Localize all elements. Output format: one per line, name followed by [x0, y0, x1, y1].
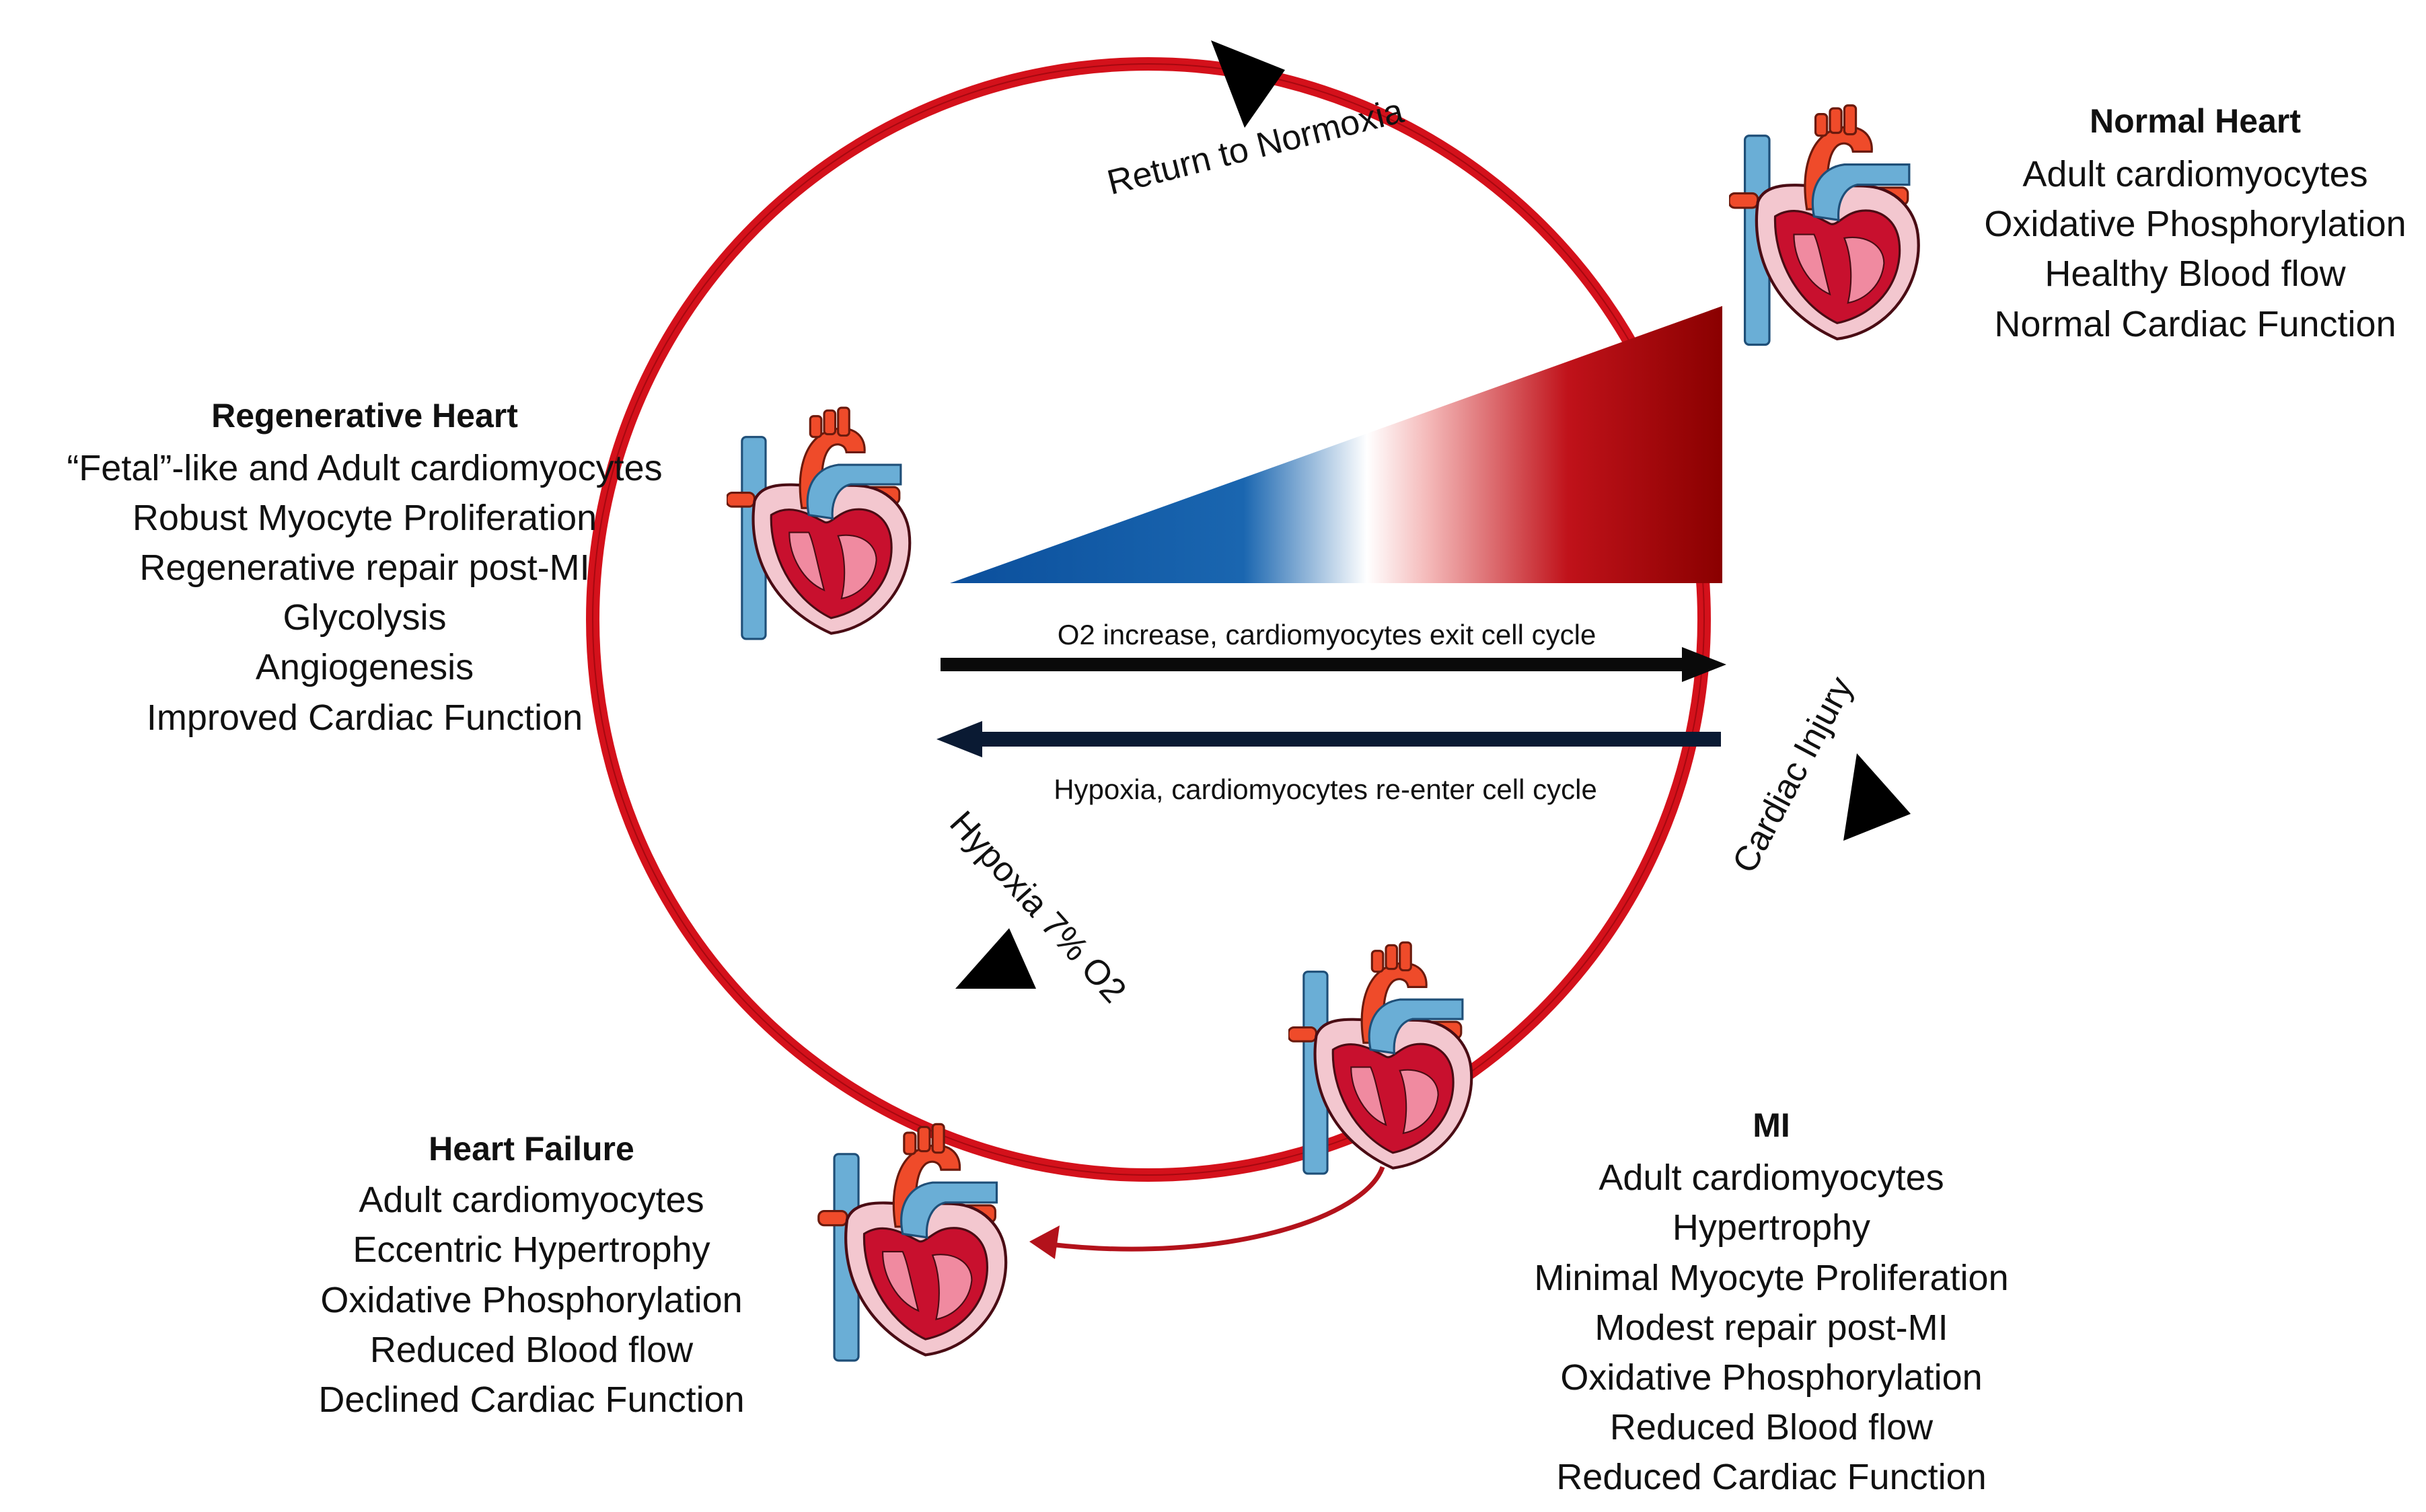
heart-icon-regenerative — [727, 408, 910, 639]
cycle-arrowhead-right — [1843, 753, 1911, 841]
mi-line: Reduced Cardiac Function — [1556, 1457, 1986, 1497]
heart-failure-title: Heart Failure — [429, 1130, 634, 1168]
normal-heart-line: Adult cardiomyocytes — [2022, 154, 2367, 194]
regenerative-heart-line: Glycolysis — [283, 597, 446, 638]
o2-increase-arrow — [941, 647, 1726, 682]
cycle-arrowhead-top — [1211, 40, 1285, 128]
hypoxia-arrow — [936, 721, 1721, 757]
heart-failure-line: Declined Cardiac Function — [318, 1379, 744, 1420]
mi-line: Adult cardiomyocytes — [1598, 1158, 1944, 1198]
heart-failure-line: Eccentric Hypertrophy — [353, 1230, 710, 1270]
regenerative-heart-line: “Fetal”-like and Adult cardiomyocytes — [67, 448, 662, 488]
cardiac-injury-label: Cardiac Injury — [1725, 671, 1861, 879]
normal-heart-title: Normal Heart — [2090, 102, 2301, 140]
o2-increase-label: O2 increase, cardiomyocytes exit cell cy… — [1058, 619, 1596, 650]
cycle-ring — [586, 57, 1711, 1182]
regenerative-heart-line: Regenerative repair post-MI — [139, 547, 589, 588]
regenerative-heart-line: Improved Cardiac Function — [147, 697, 583, 738]
cycle-arrowhead-left — [955, 928, 1036, 989]
mi-line: Hypertrophy — [1673, 1207, 1870, 1248]
oxygen-gradient-wedge — [950, 306, 1722, 583]
regenerative-heart-line: Angiogenesis — [256, 647, 474, 687]
heart-icon-failure — [819, 1124, 1006, 1361]
mi-line: Modest repair post-MI — [1594, 1308, 1948, 1348]
mi-line: Oxidative Phosphorylation — [1560, 1357, 1982, 1398]
heart-failure-line: Reduced Blood flow — [370, 1330, 694, 1370]
regenerative-heart-title: Regenerative Heart — [211, 397, 518, 434]
normal-heart-line: Healthy Blood flow — [2045, 254, 2346, 294]
mi-to-failure-arrow — [1029, 1166, 1385, 1259]
heart-failure-line: Adult cardiomyocytes — [359, 1180, 704, 1220]
mi-line: Reduced Blood flow — [1610, 1407, 1934, 1447]
normal-heart-description: Normal Heart Adult cardiomyocytes Oxidat… — [1984, 102, 2406, 344]
heart-failure-description: Heart Failure Adult cardiomyocytes Eccen… — [318, 1130, 744, 1420]
mi-description: MI Adult cardiomyocytes Hypertrophy Mini… — [1534, 1106, 2008, 1497]
regenerative-heart-line: Robust Myocyte Proliferation — [133, 498, 597, 538]
normal-heart-line: Normal Cardiac Function — [1994, 304, 2396, 344]
heart-icon-mi — [1288, 942, 1471, 1174]
normal-heart-line: Oxidative Phosphorylation — [1984, 204, 2406, 244]
heart-failure-line: Oxidative Phosphorylation — [320, 1280, 742, 1320]
regenerative-heart-description: Regenerative Heart “Fetal”-like and Adul… — [67, 397, 662, 738]
mi-title: MI — [1753, 1106, 1790, 1144]
heart-icon-normal — [1729, 106, 1919, 345]
mi-line: Minimal Myocyte Proliferation — [1534, 1258, 2008, 1298]
hypoxia-label: Hypoxia, cardiomyocytes re-enter cell cy… — [1054, 773, 1597, 805]
